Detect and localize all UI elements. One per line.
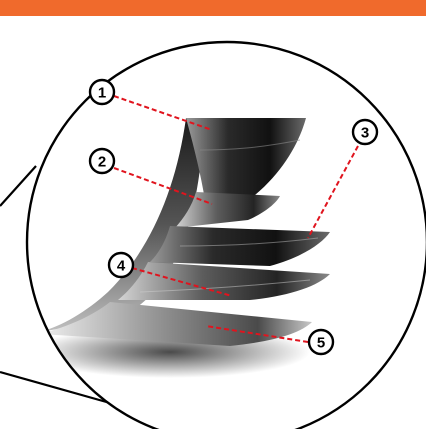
callout-number-1: 1: [98, 85, 106, 102]
callout-number-3: 3: [361, 125, 369, 142]
callout-2: 2: [90, 149, 114, 173]
callout-1: 1: [90, 80, 114, 104]
callout-number-5: 5: [317, 335, 325, 352]
callout-4: 4: [109, 253, 133, 277]
callout-number-2: 2: [98, 154, 106, 171]
callout-3: 3: [353, 120, 377, 144]
callout-number-4: 4: [117, 258, 126, 275]
callout-5: 5: [309, 330, 333, 354]
